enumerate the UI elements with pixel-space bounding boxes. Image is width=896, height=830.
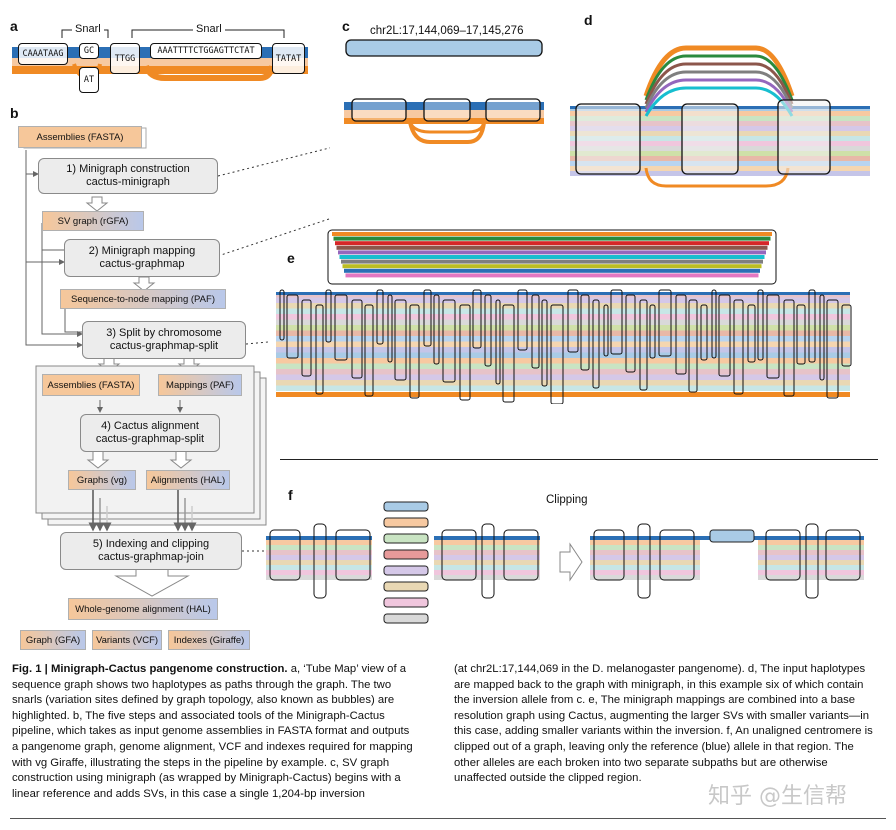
caption-left: Fig. 1 | Minigraph-Cactus pangenome cons… (12, 662, 416, 802)
seq-node-4: TTGG (110, 43, 140, 74)
panel-letter-d: d (584, 12, 593, 28)
panel-a: Snarl Snarl CAAATAAG GC AT TTGG AAATTTTC… (0, 0, 320, 100)
watermark: 知乎 @生信帮 (708, 784, 847, 809)
seq-node-5: AAATTTTCTGGAGTTCTAT (150, 43, 262, 59)
panel-c-graph (344, 39, 544, 144)
seq-node-1: CAAATAAG (18, 43, 68, 65)
seq-node-2: GC (79, 43, 99, 59)
bottom-rule (10, 818, 886, 819)
region-label: chr2L:17,144,069–17,145,276 (370, 25, 524, 37)
tag-sequence-to-node: Sequence-to-node mapping (PAF) (60, 289, 226, 309)
panel-d-tubemap (570, 45, 870, 188)
step-3-split-by-chromosome: 3) Split by chromosome cactus-graphmap-s… (82, 321, 246, 359)
tag-graph-gfa: Graph (GFA) (20, 630, 86, 650)
tag-mappings-paf: Mappings (PAF) (158, 374, 242, 396)
caption-left-body: a, ‘Tube Map’ view of a sequence graph s… (12, 663, 413, 800)
panel-letter-f: f (288, 487, 293, 503)
tag-assemblies-fasta: Assemblies (FASTA) (18, 126, 142, 148)
panel-letter-a: a (10, 18, 18, 34)
snarl-label-1: Snarl (72, 23, 104, 35)
step-5-indexing-and-clipping: 5) Indexing and clipping cactus-graphmap… (60, 532, 242, 570)
separator-line (280, 459, 878, 460)
tag-sv-graph: SV graph (rGFA) (42, 211, 144, 231)
step-2-minigraph-mapping: 2) Minigraph mapping cactus-graphmap (64, 239, 220, 277)
panel-letter-c: c (342, 18, 350, 34)
tag-alignments-hal: Alignments (HAL) (146, 470, 230, 490)
seq-node-3: AT (79, 67, 99, 93)
step-1-minigraph-construction: 1) Minigraph construction cactus-minigra… (38, 158, 218, 194)
caption-right: (at chr2L:17,144,069 in the D. melanogas… (454, 662, 874, 787)
snarl-label-2: Snarl (193, 23, 225, 35)
panel-c: chr2L:17,144,069–17,145,276 (340, 18, 550, 168)
tag-assemblies-inner: Assemblies (FASTA) (42, 374, 140, 396)
caption-title: Fig. 1 | Minigraph-Cactus pangenome cons… (12, 663, 288, 675)
panel-f: Clipping (260, 490, 886, 630)
clipping-label: Clipping (546, 494, 588, 506)
panel-letter-e: e (287, 250, 295, 266)
panel-letter-b: b (10, 105, 19, 121)
panel-b: Assemblies (FASTA) 1) Minigraph construc… (0, 110, 330, 660)
tag-indexes-giraffe: Indexes (Giraffe) (168, 630, 250, 650)
caption-right-body: (at chr2L:17,144,069 in the D. melanogas… (454, 663, 873, 785)
step-4-cactus-alignment: 4) Cactus alignment cactus-graphmap-spli… (80, 414, 220, 452)
panel-e (270, 228, 880, 404)
tag-variants-vcf: Variants (VCF) (92, 630, 162, 650)
tag-graphs-vg: Graphs (vg) (68, 470, 136, 490)
tag-whole-genome-alignment: Whole-genome alignment (HAL) (68, 598, 218, 620)
panel-d (566, 18, 886, 188)
panel-e-tubemap (276, 229, 852, 404)
panel-f-graphs (266, 501, 864, 624)
seq-node-6: TATAT (272, 43, 305, 74)
